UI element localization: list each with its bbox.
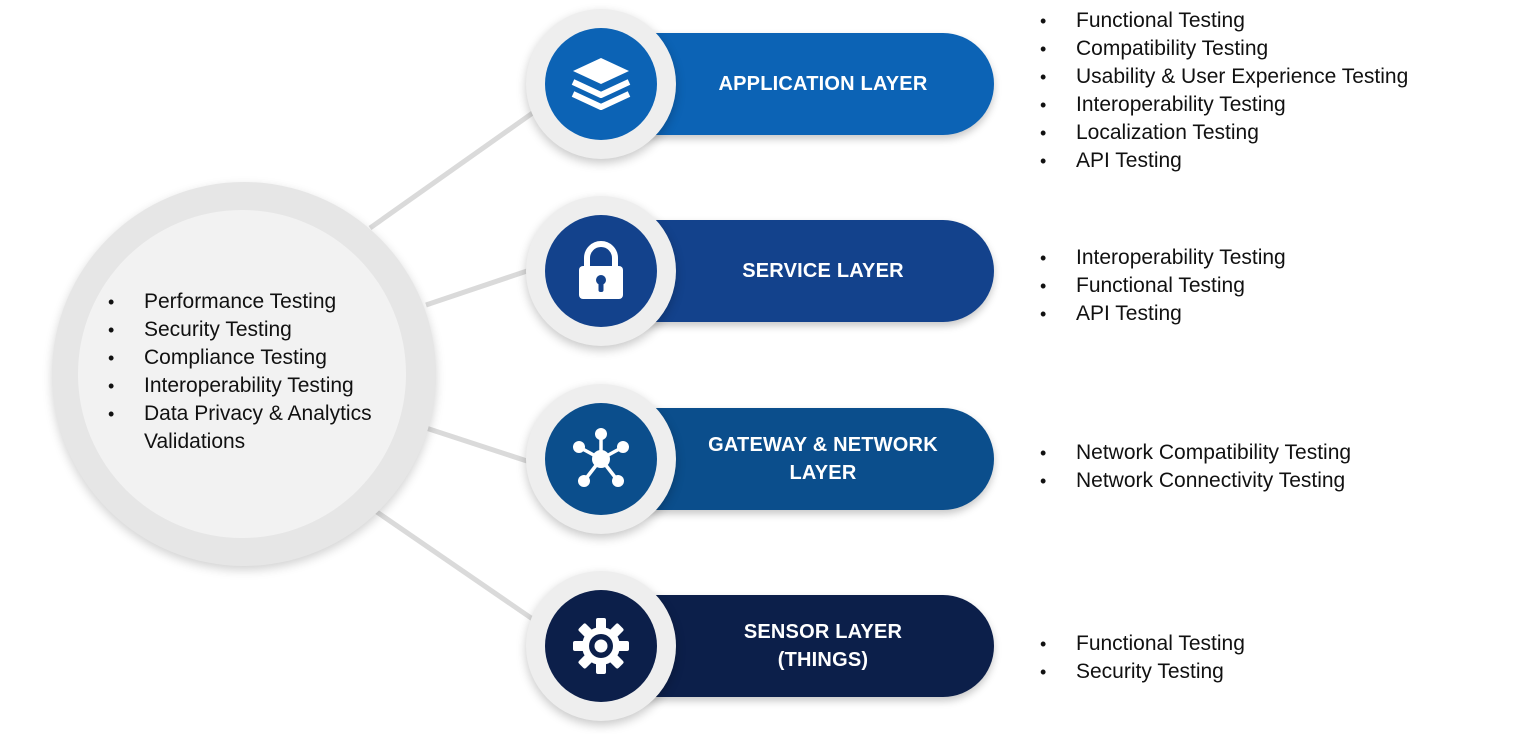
service-layer-title: SERVICE LAYER <box>698 220 948 322</box>
list-item: Interoperability Testing <box>1040 244 1286 272</box>
list-item: Usability & User Experience Testing <box>1040 63 1408 91</box>
layer-title-line: LAYER <box>789 462 857 484</box>
list-item: Network Connectivity Testing <box>1040 467 1351 495</box>
list-item: Security Testing <box>1040 658 1245 686</box>
hub-list-item: Security Testing <box>108 316 408 344</box>
sensor-layer: SENSOR LAYER (THINGS) <box>526 571 996 721</box>
hub-list-item: Compliance Testing <box>108 344 408 372</box>
application-layer-list: Functional Testing Compatibility Testing… <box>1040 7 1408 175</box>
list-item: API Testing <box>1040 147 1408 175</box>
layer-title-line: APPLICATION LAYER <box>718 73 928 95</box>
sensor-layer-title: SENSOR LAYER (THINGS) <box>698 595 948 697</box>
hub-list-item: Interoperability Testing <box>108 372 408 400</box>
list-item: Functional Testing <box>1040 630 1245 658</box>
application-layer: APPLICATION LAYER <box>526 9 996 159</box>
list-item: Interoperability Testing <box>1040 91 1408 119</box>
service-layer-badge <box>526 196 676 346</box>
list-item: Network Compatibility Testing <box>1040 439 1351 467</box>
layers-stack-icon <box>571 58 631 110</box>
sensor-layer-badge <box>526 571 676 721</box>
application-layer-title: APPLICATION LAYER <box>698 33 948 135</box>
list-item: Functional Testing <box>1040 7 1408 35</box>
connector-application <box>368 109 536 231</box>
application-layer-badge <box>526 9 676 159</box>
gateway-network-layer: GATEWAY & NETWORK LAYER <box>526 384 996 534</box>
list-item: API Testing <box>1040 300 1286 328</box>
list-item: Compatibility Testing <box>1040 35 1408 63</box>
gateway-network-layer-list: Network Compatibility Testing Network Co… <box>1040 439 1351 495</box>
layer-title-line: (THINGS) <box>777 649 869 671</box>
layer-title-line: SENSOR LAYER <box>743 621 903 643</box>
layer-title-line: SERVICE LAYER <box>742 260 904 282</box>
padlock-icon <box>579 241 623 299</box>
layer-title-line: GATEWAY & NETWORK <box>708 434 938 456</box>
list-item: Localization Testing <box>1040 119 1408 147</box>
network-hub-icon <box>573 428 629 487</box>
service-layer: SERVICE LAYER <box>526 196 996 346</box>
connector-gateway <box>425 425 531 465</box>
list-item: Functional Testing <box>1040 272 1286 300</box>
hub-list-item: Performance Testing <box>108 288 408 316</box>
connector-sensor <box>372 507 536 623</box>
service-layer-list: Interoperability Testing Functional Test… <box>1040 244 1286 328</box>
gateway-network-layer-badge <box>526 384 676 534</box>
hub-testing-list: Performance Testing Security Testing Com… <box>108 288 408 456</box>
gateway-network-layer-title: GATEWAY & NETWORK LAYER <box>698 408 948 510</box>
gear-icon <box>573 618 629 674</box>
sensor-layer-list: Functional Testing Security Testing <box>1040 630 1245 686</box>
hub-list-item: Data Privacy & Analytics Validations <box>108 400 408 456</box>
connector-service <box>425 267 531 308</box>
